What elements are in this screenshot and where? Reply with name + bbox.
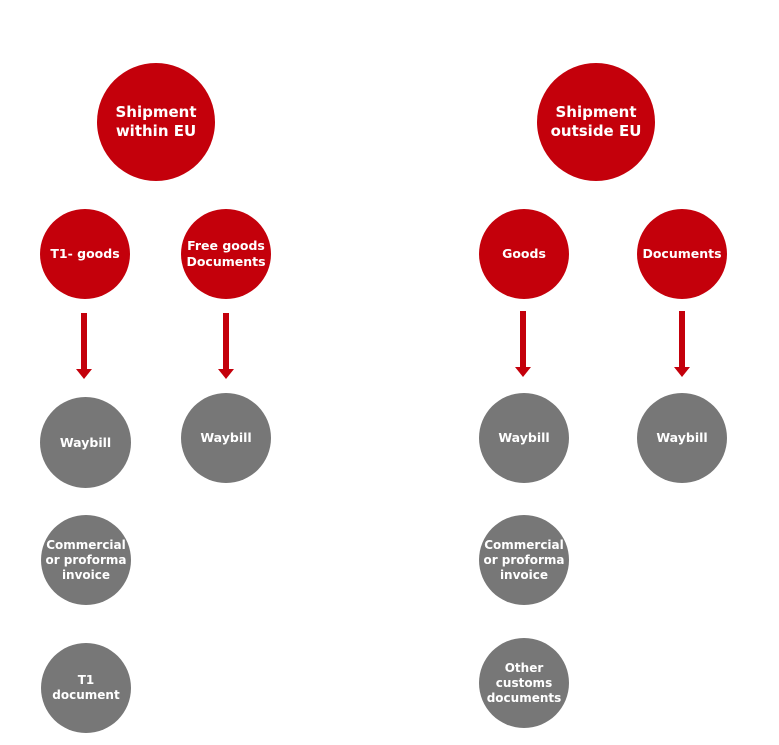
commercial-invoice-node: Commercial or proforma invoice bbox=[41, 515, 131, 605]
waybill-label: Waybill bbox=[656, 430, 708, 446]
free-goods-documents-node: Free goods Documents bbox=[181, 209, 271, 299]
t1-document-label: T1 document bbox=[52, 673, 120, 702]
commercial-invoice-label: Commercial or proforma invoice bbox=[45, 537, 127, 582]
documents-node: Documents bbox=[637, 209, 727, 299]
t1-document-node: T1 document bbox=[41, 643, 131, 733]
t1-goods-label: T1- goods bbox=[50, 246, 120, 262]
arrow-down-icon bbox=[76, 313, 92, 379]
shipment-within-eu-node: Shipment within EU bbox=[97, 63, 215, 181]
goods-node: Goods bbox=[479, 209, 569, 299]
commercial-invoice-label: Commercial or proforma invoice bbox=[483, 537, 565, 582]
waybill-label: Waybill bbox=[200, 430, 252, 446]
waybill-label: Waybill bbox=[498, 430, 550, 446]
shipment-outside-eu-node: Shipment outside EU bbox=[537, 63, 655, 181]
documents-label: Documents bbox=[642, 246, 722, 262]
goods-label: Goods bbox=[502, 246, 546, 262]
waybill-node: Waybill bbox=[637, 393, 727, 483]
waybill-label: Waybill bbox=[59, 434, 112, 450]
free-goods-documents-label: Free goods Documents bbox=[186, 238, 266, 269]
waybill-node: Waybill bbox=[40, 397, 131, 488]
other-customs-documents-label: Other customs documents bbox=[486, 660, 562, 705]
other-customs-documents-node: Other customs documents bbox=[479, 638, 569, 728]
arrow-down-icon bbox=[218, 313, 234, 379]
waybill-node: Waybill bbox=[479, 393, 569, 483]
arrow-down-icon bbox=[515, 311, 531, 377]
t1-goods-node: T1- goods bbox=[40, 209, 130, 299]
waybill-node: Waybill bbox=[181, 393, 271, 483]
shipment-outside-eu-label: Shipment outside EU bbox=[550, 103, 642, 140]
arrow-down-icon bbox=[674, 311, 690, 377]
commercial-invoice-node: Commercial or proforma invoice bbox=[479, 515, 569, 605]
shipment-within-eu-label: Shipment within EU bbox=[115, 103, 197, 140]
